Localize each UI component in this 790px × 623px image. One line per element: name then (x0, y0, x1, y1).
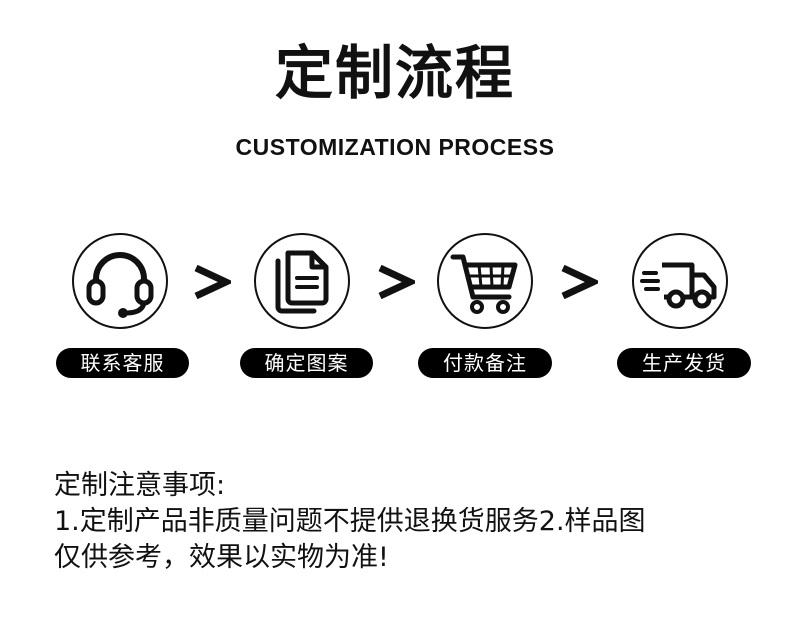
documents-icon (275, 250, 329, 314)
step-label: 联系客服 (56, 348, 189, 378)
step-icon-circle (632, 233, 728, 329)
page-subtitle: CUSTOMIZATION PROCESS (235, 134, 555, 160)
step-icon-circle (437, 233, 533, 329)
headset-icon (86, 252, 154, 318)
step-label: 确定图案 (240, 348, 373, 378)
customization-notes: 定制注意事项: 1.定制产品非质量问题不提供退换货服务2.样品图 仅供参考，效果… (54, 468, 744, 576)
step-icon-circle (72, 233, 168, 329)
notes-heading: 定制注意事项: (54, 470, 226, 501)
page-title: 定制流程 (274, 39, 515, 107)
chevron-right-icon (561, 265, 598, 299)
step-label: 生产发货 (617, 348, 751, 378)
notes-text: 1.定制产品非质量问题不提供退换货服务2.样品图 (54, 506, 646, 537)
step-label: 付款备注 (418, 348, 552, 378)
delivery-truck-icon (640, 262, 717, 309)
step-icon-circle (254, 233, 350, 329)
chevron-right-icon (194, 265, 231, 299)
notes-text: 仅供参考，效果以实物为准! (54, 542, 389, 573)
shopping-cart-icon (450, 254, 518, 314)
chevron-right-icon (378, 265, 415, 299)
